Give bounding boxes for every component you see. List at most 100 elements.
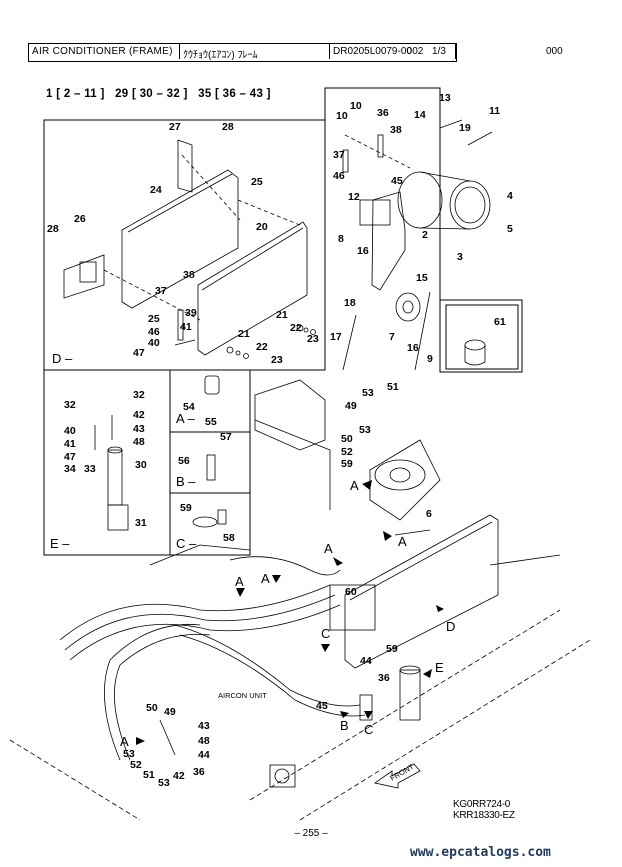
callout: 41 — [180, 321, 192, 333]
callout: 53 — [359, 424, 371, 436]
panel-e-callouts: 32 32 42 43 40 41 48 47 30 34 33 31 — [64, 389, 147, 529]
section-label-a: A – — [176, 411, 196, 426]
clamp-c — [192, 516, 218, 528]
callout: 22 — [290, 322, 302, 334]
callout: 32 — [133, 389, 145, 401]
arrow-label-d: D — [446, 619, 455, 634]
arrow-label-a: A — [324, 541, 333, 556]
arrow-label-c: C — [321, 626, 330, 641]
part-title: AIR CONDITIONER (FRAME) — [29, 44, 180, 59]
arrow-label-e: E — [435, 660, 444, 675]
panel-abc-frame — [169, 369, 251, 556]
callout: 40 — [148, 337, 160, 349]
callout: 16 — [357, 245, 369, 257]
callout: 12 — [348, 191, 360, 203]
callout: 50 — [341, 433, 353, 445]
panel-61-inner — [445, 304, 519, 370]
arrow-label-a: A — [235, 574, 244, 589]
callout: 28 — [47, 223, 59, 235]
callout: 15 — [416, 272, 428, 284]
callout: 53 — [123, 748, 135, 760]
arrow-a2 — [383, 531, 392, 541]
bracket-a — [204, 375, 220, 395]
callout: 36 — [377, 107, 389, 119]
callout: 53 — [158, 777, 170, 789]
callout: 10 — [350, 100, 362, 112]
callout: 21 — [276, 309, 288, 321]
callout-arrows — [136, 480, 444, 745]
callout: 55 — [205, 416, 217, 428]
arrow-label-b: B — [340, 718, 349, 733]
callout: 10 — [336, 110, 348, 122]
sheet-code: 002 — [406, 46, 424, 57]
callout: 42 — [173, 770, 185, 782]
callout: 57 — [220, 431, 232, 443]
callout: 47 — [64, 451, 76, 463]
arrow-a6 — [136, 737, 145, 745]
panel-e-frame — [43, 369, 171, 556]
callout: 47 — [133, 347, 145, 359]
callout: 45 — [316, 700, 328, 712]
callout: 21 — [238, 328, 250, 340]
callout: 58 — [223, 532, 235, 544]
callout: 46 — [333, 170, 345, 182]
callout: 60 — [345, 586, 357, 598]
callout: 24 — [150, 184, 162, 196]
callout: 56 — [178, 455, 190, 467]
callout: 43 — [133, 423, 145, 435]
callout: 59 — [180, 502, 192, 514]
callout: 41 — [64, 438, 76, 450]
arrow-d — [436, 605, 444, 612]
arrow-label-c: C — [364, 722, 373, 737]
callout: 27 — [169, 121, 181, 133]
panel-d-illustration — [63, 139, 316, 359]
callout: 5 — [507, 223, 513, 235]
callout: 46 — [148, 326, 160, 338]
callout: 8 — [338, 233, 344, 245]
callout: 48 — [133, 436, 145, 448]
part-title-katakana: ｸｳﾁｮｳ(ｴｱｺﾝ) ﾌﾚｰﾑ — [180, 44, 330, 61]
callout: 36 — [193, 766, 205, 778]
title-block: AIR CONDITIONER (FRAME) ｸｳﾁｮｳ(ｴｱｺﾝ) ﾌﾚｰﾑ… — [28, 43, 457, 62]
aircon-unit-label: AIRCON UNIT — [218, 691, 267, 700]
machine-illustration — [9, 379, 591, 821]
arrow-c1 — [321, 644, 330, 652]
arrow-c2 — [364, 711, 373, 719]
revision: 000 — [546, 46, 563, 57]
callout: 34 — [64, 463, 76, 475]
callout: 32 — [64, 399, 76, 411]
callout: 39 — [185, 307, 197, 319]
callout: 43 — [198, 720, 210, 732]
arrow-label-a: A — [398, 534, 407, 549]
callout: 23 — [307, 333, 319, 345]
arrow-label-a: A — [350, 478, 359, 493]
callout: 36 — [378, 672, 390, 684]
callout: 7 — [389, 331, 395, 343]
arrow-a4 — [236, 588, 245, 597]
callout: 2 — [422, 229, 428, 241]
callout: 50 — [146, 702, 158, 714]
callout: 49 — [345, 400, 357, 412]
panel-compressor-callouts: 10 10 36 14 13 11 38 19 37 46 45 4 12 2 … — [330, 92, 513, 365]
callout: 20 — [256, 221, 268, 233]
callout: 23 — [271, 354, 283, 366]
main-callouts: 53 51 49 53 50 52 59 6 60 59 44 36 45 50… — [123, 381, 432, 789]
watermark-link[interactable]: www.epcatalogs.com — [410, 845, 551, 860]
callout: 19 — [459, 122, 471, 134]
callout: 25 — [251, 176, 263, 188]
callout: 61 — [494, 316, 506, 328]
callout: 51 — [143, 769, 155, 781]
sheet-number: 1/3 — [432, 46, 446, 57]
callout: 26 — [74, 213, 86, 225]
section-label-c: C – — [176, 536, 197, 551]
callout: 30 — [135, 459, 147, 471]
callout: 48 — [198, 735, 210, 747]
callout: 11 — [489, 105, 500, 117]
callout: 49 — [164, 706, 176, 718]
callout: 44 — [360, 655, 372, 667]
callout: 14 — [414, 109, 426, 121]
compressor-illustration — [342, 119, 493, 371]
callout: 28 — [222, 121, 234, 133]
arrow-b — [340, 711, 349, 718]
